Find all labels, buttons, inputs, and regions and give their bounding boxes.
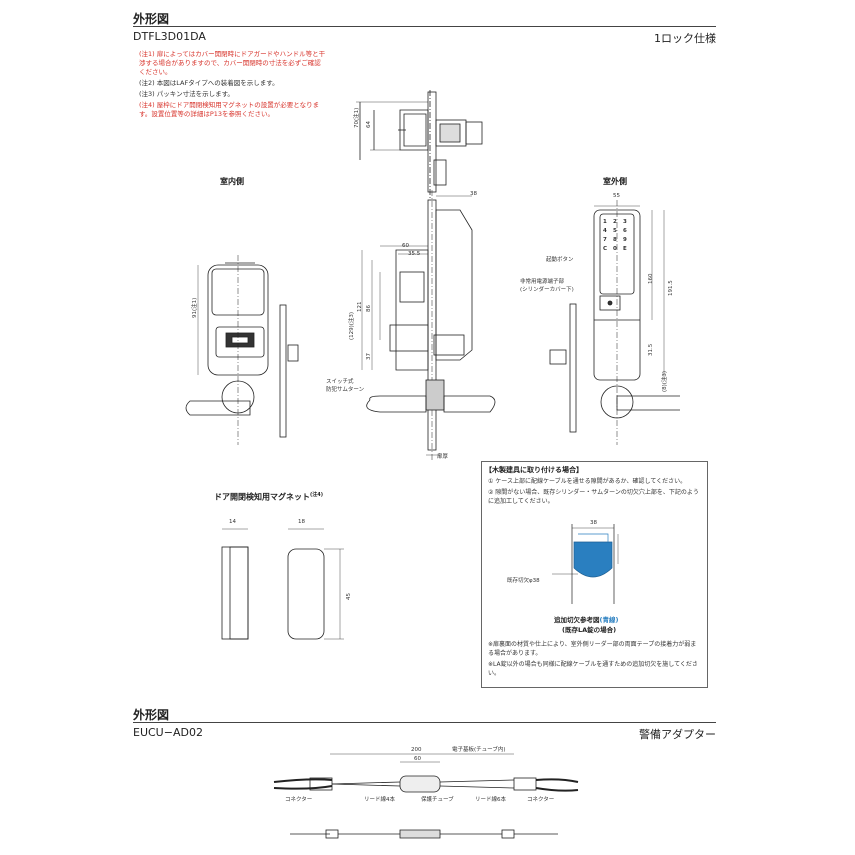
key-9: 9 bbox=[623, 237, 627, 243]
magnet-note: (注4) bbox=[310, 492, 324, 498]
key-0: 0 bbox=[613, 246, 617, 252]
label-electronic-board: 電子基板(チューブ内) bbox=[452, 747, 506, 753]
section2-name: 警備アダプター bbox=[639, 728, 716, 741]
section1-model: DTFL3D01DA bbox=[133, 30, 206, 43]
dim-top-70: 70(注1) bbox=[354, 107, 360, 128]
outdoor-view-label: 室外側 bbox=[603, 177, 627, 186]
ref-title-row: 追加切欠参考図(青線) bbox=[554, 614, 618, 624]
key-2: 2 bbox=[613, 219, 617, 225]
wood-dim-38: 38 bbox=[590, 520, 597, 526]
key-e: E bbox=[623, 246, 627, 252]
section2-rule bbox=[133, 722, 716, 723]
switch-label-2: 防犯サムターン bbox=[326, 387, 365, 393]
section1-title: 外形図 bbox=[133, 12, 170, 26]
outdoor-view-drawing bbox=[549, 200, 680, 445]
adapter-dim-200: 200 bbox=[411, 747, 422, 753]
dim-m45: 45 bbox=[346, 593, 352, 600]
section1-spec: 1ロック仕様 bbox=[654, 32, 716, 45]
indoor-view-drawing bbox=[185, 255, 299, 445]
magnet-title: ドア開閉検知用マグネット(注4) bbox=[214, 491, 323, 503]
key-7: 7 bbox=[603, 237, 607, 243]
dim-m14: 14 bbox=[229, 519, 236, 525]
top-view-drawing bbox=[356, 90, 483, 200]
keypad: 1 2 3 4 5 6 7 8 9 C 0 E bbox=[603, 219, 633, 252]
key-4: 4 bbox=[603, 228, 607, 234]
wood-panel-title: 【木製建具に取り付ける場合】 bbox=[485, 466, 583, 474]
key-6: 6 bbox=[623, 228, 627, 234]
dim-60: 60 bbox=[402, 243, 409, 249]
note-3: (注3) パッキン寸法を示します。 bbox=[139, 90, 234, 98]
wood-panel-item2: ② 隙間がない場合、既存シリンダー・サムターンの切欠穴上部を、下記のように追加工… bbox=[488, 489, 699, 505]
section1-rule bbox=[133, 26, 716, 27]
dim-191-5: 191.5 bbox=[668, 280, 674, 296]
magnet-label: ドア開閉検知用マグネット bbox=[214, 492, 310, 502]
dim-129: (129)(注3) bbox=[349, 311, 355, 340]
dim-86: 86 bbox=[366, 305, 372, 312]
key-8: 8 bbox=[613, 237, 617, 243]
emergency-label-2: (シリンダーカバー下) bbox=[520, 287, 574, 293]
notes-block: (注1) 扉によってはカバー開閉時にドアガードやハンドル等と干渉する場合がありま… bbox=[139, 50, 327, 119]
dim-55: 55 bbox=[613, 193, 620, 199]
note-4: (注4) 屋枠にドア開閉検知用マグネットの設置が必要となります。設置位置等の詳細… bbox=[139, 101, 320, 118]
side-view-drawing bbox=[361, 190, 496, 460]
ref-title: 追加切欠参考図 bbox=[554, 616, 600, 624]
cutout-drawing bbox=[552, 524, 619, 604]
dim-37: 37 bbox=[366, 353, 372, 360]
dim-m18: 18 bbox=[298, 519, 305, 525]
key-1: 1 bbox=[603, 219, 607, 225]
dim-8: (8)(注3) bbox=[662, 370, 668, 392]
magnet-drawing bbox=[221, 528, 344, 640]
label-protective-tube: 保護チューブ bbox=[421, 797, 454, 803]
dim-38: 38 bbox=[470, 191, 477, 197]
wood-panel-note1: ※扉裏面の材質や仕上により、室外側リーダー部の両面テープの接着力が弱まる場合があ… bbox=[488, 641, 697, 657]
ref-blue-label: (青線) bbox=[599, 616, 619, 624]
label-connector-left: コネクター bbox=[285, 797, 313, 803]
note-1: (注1) 扉によってはカバー開閉時にドアガードやハンドル等と干渉する場合がありま… bbox=[139, 50, 326, 76]
wood-panel-item1: ① ケース上部に配線ケーブルを通せる隙間があるか、確認してください。 bbox=[488, 478, 687, 485]
section2-title: 外形図 bbox=[133, 708, 170, 722]
dim-121: 121 bbox=[357, 301, 363, 313]
label-lead6: リード線6本 bbox=[475, 797, 506, 803]
key-5: 5 bbox=[613, 228, 617, 234]
switch-label-1: スイッチ式 bbox=[326, 379, 354, 385]
dim-top-64: 64 bbox=[366, 121, 372, 128]
key-3: 3 bbox=[623, 219, 627, 225]
wood-panel-note2: ※LA錠以外の場合も同様に配線ケーブルを通すための追加切欠を施してください。 bbox=[488, 661, 698, 677]
emergency-label-1: 非常用電源端子部 bbox=[520, 279, 565, 285]
dim-31-5: 31.5 bbox=[648, 343, 654, 356]
door-thickness-label: 扉厚 bbox=[437, 454, 449, 460]
dim-91: 91(注1) bbox=[192, 297, 198, 318]
label-lead4: リード線4本 bbox=[364, 797, 395, 803]
wood-fitting-panel: 【木製建具に取り付ける場合】 ① ケース上部に配線ケーブルを通せる隙間があるか、… bbox=[481, 461, 708, 688]
dim-35-5: 35.5 bbox=[408, 251, 421, 257]
section2-model: EUCU−AD02 bbox=[133, 726, 203, 739]
existing-hole-label: 既存切欠φ38 bbox=[507, 578, 540, 584]
adapter-drawing bbox=[273, 753, 579, 839]
ref-sub: (既存LA錠の場合) bbox=[562, 626, 617, 634]
note-2: (注2) 本図はLAFタイプへの装着図を示します。 bbox=[139, 79, 279, 87]
start-button-label: 起動ボタン bbox=[546, 257, 574, 263]
indoor-view-label: 室内側 bbox=[220, 177, 244, 186]
key-c: C bbox=[603, 246, 608, 252]
dim-160: 160 bbox=[648, 273, 654, 285]
adapter-dim-60: 60 bbox=[414, 756, 421, 762]
label-connector-right: コネクター bbox=[527, 797, 555, 803]
